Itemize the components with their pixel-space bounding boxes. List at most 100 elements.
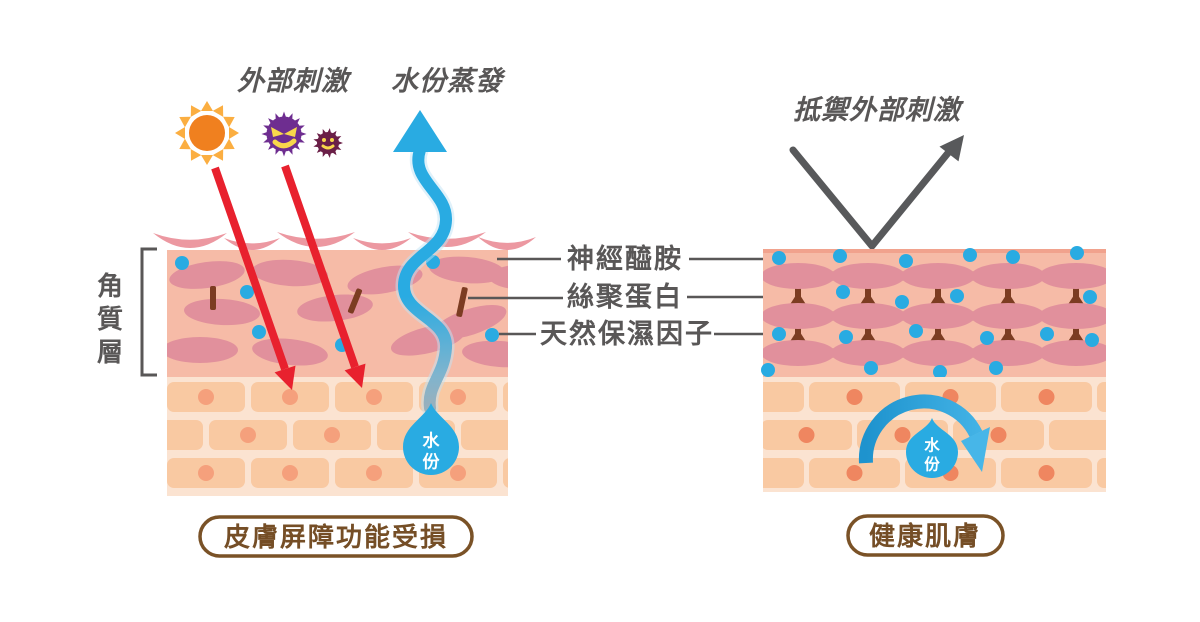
- nmf-dot: [1083, 290, 1097, 304]
- brick-dot: [1038, 389, 1055, 405]
- brick-dot: [798, 427, 815, 443]
- brick-dot: [282, 465, 298, 481]
- filaggrin-connector-base: [1067, 329, 1085, 343]
- skin-flake-crescent: [153, 233, 227, 248]
- filaggrin-connector-base: [929, 292, 947, 306]
- nmf-dot: [485, 328, 499, 342]
- brick-dot: [324, 427, 340, 443]
- resist-stimuli-label: 抵禦外部刺激: [793, 95, 964, 125]
- external-stimuli-label: 外部刺激: [237, 66, 352, 96]
- brick-dot: [846, 389, 863, 405]
- healthy-skin-caption: 健康肌膚: [846, 514, 1005, 557]
- nmf-dot: [980, 331, 994, 345]
- nmf-dot: [1085, 333, 1099, 347]
- brick: [503, 458, 508, 488]
- virus-icon-large: [261, 111, 307, 157]
- nmf-dot: [175, 256, 189, 270]
- skin-cell: [1039, 263, 1106, 289]
- uv-penetration-arrow: [211, 166, 296, 390]
- filaggrin-fragment: [347, 288, 363, 314]
- nmf-dot: [240, 285, 254, 299]
- skin-cell: [901, 303, 975, 329]
- moisture-retention-arrow: [858, 394, 990, 472]
- skin-cell: [763, 303, 835, 329]
- healthy-skin-cell-grid: [763, 263, 1106, 366]
- deflect-stimuli-arrow: [789, 135, 964, 250]
- water-droplet-left: 水 份: [403, 403, 459, 475]
- droplet-shape: [906, 418, 958, 478]
- stratum-corneum-label: 質: [97, 304, 123, 334]
- skin-cell: [429, 256, 505, 284]
- sun-ray: [179, 138, 191, 150]
- nmf-dot: [1070, 246, 1084, 260]
- sun-ray: [223, 116, 235, 128]
- virus-eye: [271, 127, 284, 137]
- caption-box: [198, 515, 474, 558]
- skin-cell: [831, 340, 905, 366]
- broken-filaggrin-fragments: [210, 286, 468, 317]
- brick-dot: [894, 427, 911, 443]
- stratum-corneum-label: 層: [97, 337, 123, 367]
- skin-cell: [252, 259, 328, 287]
- skin-cell: [763, 340, 835, 366]
- virus-eye: [284, 127, 297, 137]
- skin-cell: [252, 338, 328, 366]
- droplet-text: 份: [924, 455, 940, 474]
- water-droplet-right: 水 份: [906, 418, 958, 478]
- annotation-leader-lines: [468, 257, 797, 336]
- brick-dot: [282, 389, 298, 405]
- droplet-text: 份: [423, 452, 441, 472]
- stratum-corneum-bracket: [140, 247, 157, 377]
- sun-ray: [190, 105, 202, 117]
- dermis-bricks: [167, 382, 508, 488]
- sun-ray: [201, 155, 213, 165]
- nmf-dot: [963, 248, 977, 262]
- brick: [167, 420, 203, 450]
- germ-penetration-arrow: [281, 164, 366, 388]
- nmf-dot: [772, 251, 786, 265]
- skin-cell: [971, 263, 1045, 289]
- evaporation-arrow: [393, 110, 455, 417]
- ceramide-label: 神經醯胺: [567, 243, 683, 274]
- skin-cell: [462, 340, 508, 368]
- brick: [763, 458, 804, 488]
- skin-cell: [167, 337, 238, 363]
- brick: [461, 420, 508, 450]
- arrow-head: [961, 427, 990, 472]
- brick-dot: [450, 465, 466, 481]
- skin-cell: [489, 265, 508, 289]
- water-evaporation-label: 水份蒸發: [391, 66, 506, 96]
- filaggrin-connector-base: [859, 329, 877, 343]
- sun-ray: [212, 149, 224, 161]
- filaggrin-fragment: [210, 286, 216, 310]
- brick-dot: [198, 389, 214, 405]
- filaggrin-connector-base: [859, 292, 877, 306]
- filaggrin-fragment: [456, 287, 468, 317]
- arrow-shaft: [858, 394, 983, 464]
- brick-dot: [240, 427, 256, 443]
- sun-ray: [212, 105, 224, 117]
- caption-box: [846, 514, 1005, 557]
- skin-flake-crescent: [353, 238, 411, 250]
- nmf-dot: [1040, 327, 1054, 341]
- virus-eye: [330, 138, 334, 142]
- brick-dot: [846, 465, 863, 481]
- filaggrin-label: 絲聚蛋白: [567, 281, 683, 312]
- filaggrin-connector-base: [789, 292, 807, 306]
- brick: [1097, 458, 1106, 488]
- brick-dot: [1038, 465, 1055, 481]
- arrow-shaft: [281, 164, 359, 369]
- nmf-dot: [950, 289, 964, 303]
- skin-cell: [971, 303, 1045, 329]
- filaggrin-connector-base: [999, 329, 1017, 343]
- arrow-head: [939, 135, 964, 162]
- virus-body: [317, 132, 339, 154]
- nmf-dot: [833, 249, 847, 263]
- brick: [1097, 382, 1106, 412]
- nmf-dot: [895, 295, 909, 309]
- sun-ray: [223, 138, 235, 150]
- virus-mouth: [272, 138, 297, 149]
- brick-dot: [198, 465, 214, 481]
- skin-cell: [1039, 303, 1106, 329]
